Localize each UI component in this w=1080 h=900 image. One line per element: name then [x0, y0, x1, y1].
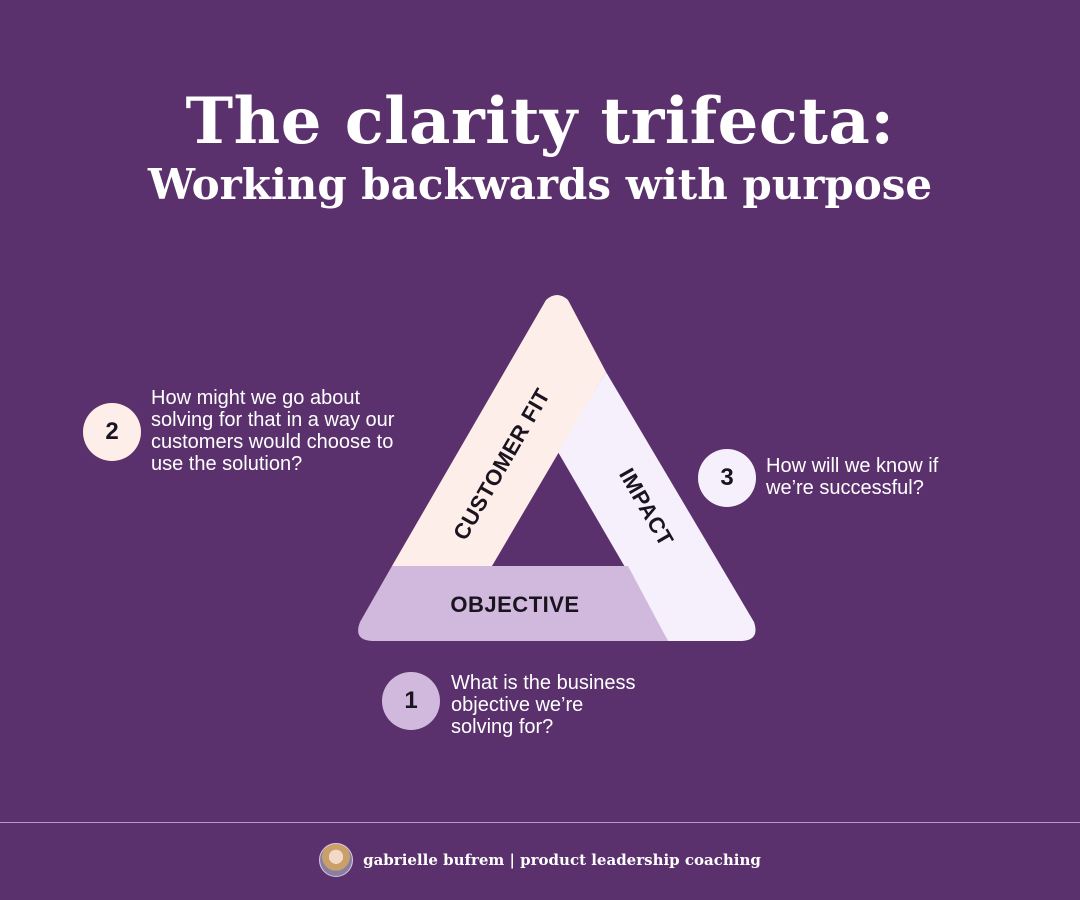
person-avatar-icon	[319, 843, 354, 877]
footer: gabrielle bufrem | product leadership co…	[0, 840, 1080, 880]
step-2-line-2: solving for that in a way our	[151, 409, 395, 431]
triangle-side-objective	[358, 566, 668, 641]
triangle-side-customer-fit	[392, 295, 606, 566]
step-3-line-1: How will we know if	[766, 455, 939, 477]
step-2-line-3: customers would choose to	[151, 431, 394, 453]
step-3-badge: 3	[698, 449, 756, 507]
step-1-line-3: solving for?	[451, 716, 554, 738]
step-3-description: How will we know if we’re successful?	[766, 455, 996, 499]
step-3-line-2: we’re successful?	[766, 477, 924, 499]
footer-divider	[0, 822, 1080, 823]
page-subtitle: Working backwards with purpose	[147, 160, 933, 209]
step-1-line-1: What is the business	[451, 672, 636, 694]
step-1-badge: 1	[382, 672, 440, 730]
step-2-line-1: How might we go about	[151, 387, 361, 409]
step-2-description: How might we go about solving for that i…	[151, 387, 451, 475]
footer-credit: gabrielle bufrem | product leadership co…	[363, 851, 761, 869]
triangle-side-impact	[558, 372, 756, 641]
label-objective: OBJECTIVE	[450, 592, 579, 617]
step-2-badge: 2	[83, 403, 141, 461]
step-1-line-2: objective we’re	[451, 694, 584, 716]
step-2-line-4: use the solution?	[151, 453, 303, 475]
step-1-description: What is the business objective we’re sol…	[451, 672, 691, 738]
page-title: The clarity trifecta:	[185, 84, 895, 159]
